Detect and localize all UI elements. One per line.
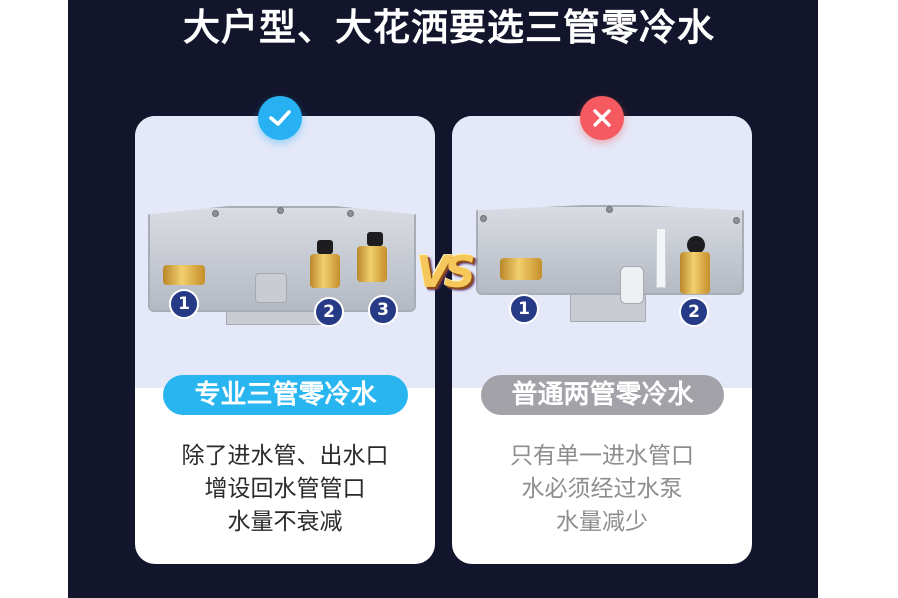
inlet-valve bbox=[163, 265, 205, 285]
inlet-valve bbox=[500, 258, 542, 280]
description-line: 水量不衰减 bbox=[227, 509, 343, 535]
screw-icon bbox=[212, 210, 219, 217]
label-pill-two-pipe: 普通两管零冷水 bbox=[481, 375, 724, 415]
vs-emblem: VS bbox=[416, 247, 476, 298]
screw-icon bbox=[480, 215, 487, 222]
description-line: 水必须经过水泵 bbox=[521, 476, 683, 502]
description-line: 水量减少 bbox=[556, 509, 648, 535]
screw-icon bbox=[733, 217, 740, 224]
description-line: 除了进水管、出水口 bbox=[181, 443, 389, 469]
description-line: 只有单一进水管口 bbox=[510, 443, 694, 469]
label-pill-three-pipe: 专业三管零冷水 bbox=[163, 375, 408, 415]
description-line: 增设回水管管口 bbox=[204, 476, 366, 502]
outlet-valve bbox=[310, 254, 340, 288]
screw-icon bbox=[347, 210, 354, 217]
outlet-cap bbox=[317, 240, 333, 254]
return-cap bbox=[367, 232, 383, 246]
outlet-cap bbox=[687, 236, 705, 254]
check-icon bbox=[258, 96, 302, 140]
screw-icon bbox=[277, 207, 284, 214]
close-icon bbox=[580, 96, 624, 140]
drain-fitting bbox=[620, 266, 644, 304]
screw-icon bbox=[606, 206, 613, 213]
number-badge: 3 bbox=[368, 295, 398, 325]
description-two-pipe: 只有单一进水管口 水必须经过水泵 水量减少 bbox=[452, 440, 752, 539]
number-badge: 2 bbox=[314, 297, 344, 327]
number-badge: 2 bbox=[679, 297, 709, 327]
outlet-valve bbox=[680, 252, 710, 294]
gas-connector bbox=[255, 273, 287, 303]
page-title: 大户型、大花洒要选三管零冷水 bbox=[183, 6, 715, 49]
description-three-pipe: 除了进水管、出水口 增设回水管管口 水量不衰减 bbox=[135, 440, 435, 539]
return-valve bbox=[357, 246, 387, 282]
white-pipe bbox=[656, 228, 666, 288]
number-badge: 1 bbox=[509, 294, 539, 324]
number-badge: 1 bbox=[169, 289, 199, 319]
